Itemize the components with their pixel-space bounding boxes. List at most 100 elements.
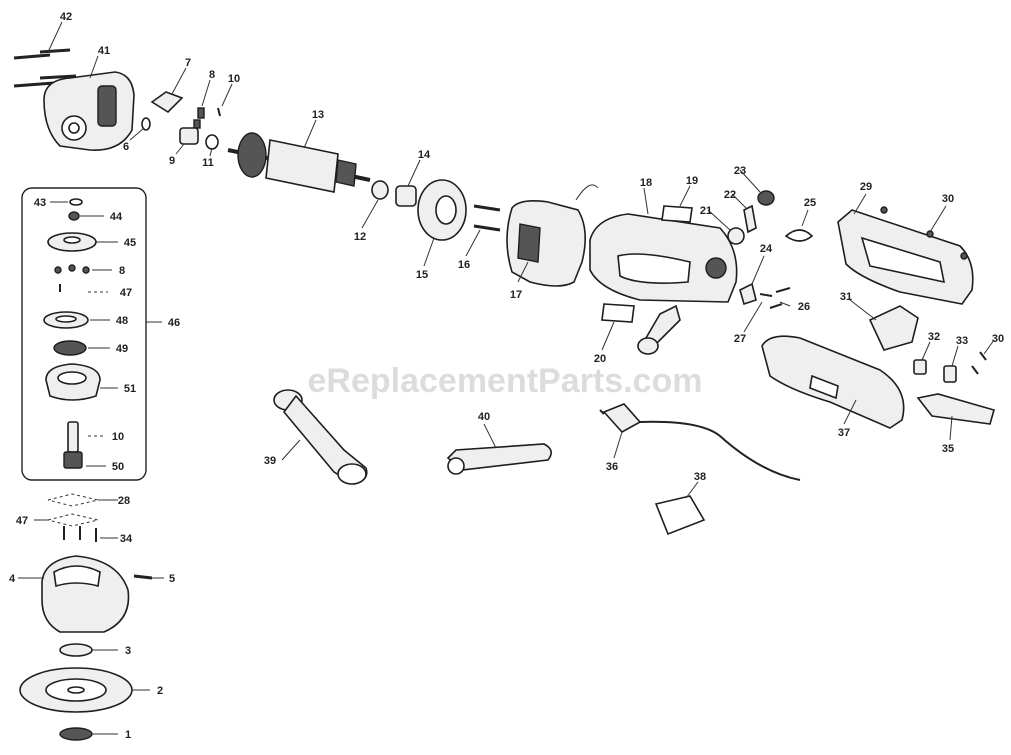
part-6 <box>129 117 151 141</box>
label-34: 34 <box>120 533 133 545</box>
switch-31 <box>849 299 919 351</box>
label-4: 4 <box>9 573 16 585</box>
label-10a: 10 <box>228 73 240 85</box>
part-7 <box>150 67 187 114</box>
label-6: 6 <box>123 141 129 153</box>
part-27 <box>743 293 773 333</box>
label-17: 17 <box>510 289 522 301</box>
label-42: 42 <box>60 11 72 23</box>
label-24: 24 <box>760 243 773 255</box>
gear-45 <box>47 232 118 252</box>
part-22 <box>731 193 757 234</box>
label-50: 50 <box>112 461 124 473</box>
screws-30a <box>880 205 968 260</box>
cap-25 <box>784 209 814 242</box>
plate-48 <box>43 311 110 329</box>
part-8 <box>193 79 211 129</box>
part-10 <box>217 83 233 117</box>
screws-30b <box>971 339 995 375</box>
label-32: 32 <box>928 331 940 343</box>
label-21: 21 <box>700 205 712 217</box>
cord-guard-35 <box>916 393 995 441</box>
baffle-15 <box>417 179 467 267</box>
grinding-wheel-2 <box>19 667 150 713</box>
part-32 <box>913 341 931 375</box>
label-23: 23 <box>734 165 746 177</box>
label-31: 31 <box>840 291 852 303</box>
bearing-12 <box>361 180 389 229</box>
label-51: 51 <box>124 383 136 395</box>
label-33: 33 <box>956 335 968 347</box>
housing-half-29 <box>837 193 974 305</box>
watermark-text: eReplacementParts.com <box>308 362 703 400</box>
power-cord-36 <box>599 403 801 481</box>
outer-nut-1 <box>59 727 118 741</box>
label-1: 1 <box>125 729 131 741</box>
label-41: 41 <box>98 45 110 57</box>
part-21 <box>707 209 745 245</box>
motor-housing-18 <box>589 187 738 303</box>
label-3: 3 <box>125 645 131 657</box>
label-37: 37 <box>838 427 850 439</box>
part-43 <box>50 198 83 206</box>
wheel-guard-4 <box>18 555 130 633</box>
label-46: 46 <box>168 317 180 329</box>
part-24 <box>739 255 765 306</box>
part-44 <box>68 211 104 221</box>
label-30b: 30 <box>992 333 1004 345</box>
screw-5 <box>133 574 164 580</box>
wrench-40 <box>446 423 552 475</box>
label-13: 13 <box>312 109 324 121</box>
inner-flange-3 <box>59 643 118 657</box>
part-26 <box>769 287 791 309</box>
label-27: 27 <box>734 333 746 345</box>
label-47a: 47 <box>120 287 132 299</box>
spindle-kit-46-box <box>21 187 162 481</box>
label-2: 2 <box>157 685 163 697</box>
label-30a: 30 <box>942 193 954 205</box>
label-39: 39 <box>264 455 276 467</box>
bearing-49 <box>53 340 110 356</box>
label-36: 36 <box>606 461 618 473</box>
part-11 <box>205 134 219 157</box>
armature-13 <box>227 119 371 193</box>
label-20 <box>601 303 681 355</box>
label-20: 20 <box>594 353 606 365</box>
label-44: 44 <box>110 211 123 223</box>
label-16: 16 <box>458 259 470 271</box>
label-45: 45 <box>124 237 136 249</box>
part-9 <box>175 127 199 155</box>
label-22: 22 <box>724 189 736 201</box>
part-23 <box>739 169 775 206</box>
label-43: 43 <box>34 197 46 209</box>
label-8b: 8 <box>119 265 125 277</box>
label-40: 40 <box>478 411 490 423</box>
screws-16 <box>465 204 501 257</box>
screws-8b <box>54 264 112 274</box>
label-15: 15 <box>416 269 428 281</box>
callout-labels: 42 41 7 8 10 13 6 9 11 14 12 15 16 17 18… <box>9 11 1004 741</box>
label-18: 18 <box>640 177 652 189</box>
screw-42-group <box>13 21 77 88</box>
label-19: 19 <box>686 175 698 187</box>
label-9: 9 <box>169 155 175 167</box>
label-47b: 47 <box>16 515 28 527</box>
field-17 <box>506 184 599 287</box>
label-28: 28 <box>118 495 130 507</box>
label-10b: 10 <box>112 431 124 443</box>
label-26: 26 <box>798 301 810 313</box>
screws-47b-34 <box>34 513 118 542</box>
label-8a: 8 <box>209 69 215 81</box>
label-48: 48 <box>116 315 128 327</box>
bearing-cover-51 <box>45 363 118 401</box>
spindle-50 <box>63 421 106 469</box>
part-33 <box>943 345 959 383</box>
gear-case-41 <box>43 55 135 151</box>
label-5: 5 <box>169 573 175 585</box>
label-25: 25 <box>804 197 816 209</box>
label-19 <box>661 185 693 223</box>
label-38: 38 <box>694 471 706 483</box>
label-49: 49 <box>116 343 128 355</box>
